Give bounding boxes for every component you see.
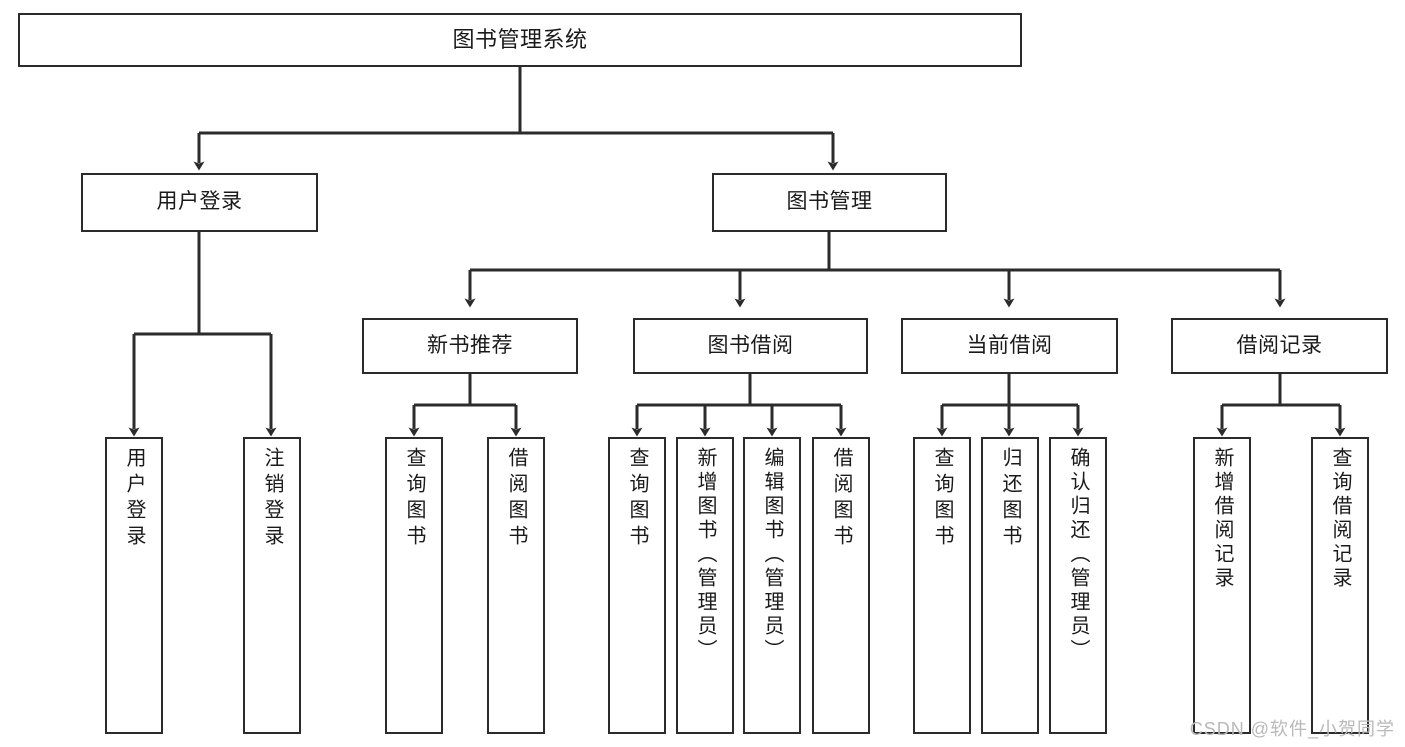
node-leaf-logout-label: 注销登录 bbox=[261, 447, 283, 551]
node-borrow-record-label: 借阅记录 bbox=[1236, 333, 1323, 357]
node-leaf-add-record[interactable]: 新增借阅记录 bbox=[1193, 437, 1251, 734]
node-leaf-edit-book-label: 编辑图书（管理员） bbox=[761, 447, 783, 663]
node-root-label: 图书管理系统 bbox=[452, 27, 588, 53]
node-book-manage[interactable]: 图书管理 bbox=[712, 173, 947, 232]
node-book-borrow-label: 图书借阅 bbox=[707, 333, 794, 357]
node-leaf-query-record[interactable]: 查询借阅记录 bbox=[1311, 437, 1369, 734]
node-leaf-return-book-label: 归还图书 bbox=[999, 447, 1021, 551]
node-book-borrow[interactable]: 图书借阅 bbox=[633, 318, 868, 374]
node-leaf-add-record-label: 新增借阅记录 bbox=[1211, 447, 1233, 591]
node-new-book-rec[interactable]: 新书推荐 bbox=[362, 318, 578, 374]
node-leaf-query-book-2[interactable]: 查询图书 bbox=[608, 437, 666, 734]
node-leaf-edit-book[interactable]: 编辑图书（管理员） bbox=[743, 437, 801, 734]
node-root[interactable]: 图书管理系统 bbox=[18, 13, 1022, 67]
node-current-borrow-label: 当前借阅 bbox=[966, 333, 1053, 357]
node-leaf-borrow-book-1-label: 借阅图书 bbox=[505, 447, 527, 551]
node-leaf-add-book-label: 新增图书（管理员） bbox=[694, 447, 716, 663]
node-user-login-label: 用户登录 bbox=[156, 190, 243, 214]
node-leaf-borrow-book-1[interactable]: 借阅图书 bbox=[487, 437, 545, 734]
csdn-watermark: CSDN @软件_小贺同学 bbox=[1189, 719, 1395, 739]
node-leaf-query-book-3-label: 查询图书 bbox=[931, 447, 953, 551]
node-leaf-confirm-return-label: 确认归还（管理员） bbox=[1067, 447, 1089, 663]
node-leaf-add-book[interactable]: 新增图书（管理员） bbox=[676, 437, 734, 734]
node-user-login[interactable]: 用户登录 bbox=[81, 173, 318, 232]
node-leaf-query-book-1[interactable]: 查询图书 bbox=[385, 437, 443, 734]
node-new-book-rec-label: 新书推荐 bbox=[427, 333, 513, 357]
node-leaf-query-book-2-label: 查询图书 bbox=[626, 447, 648, 551]
node-current-borrow[interactable]: 当前借阅 bbox=[901, 318, 1118, 374]
node-book-manage-label: 图书管理 bbox=[786, 190, 873, 214]
node-leaf-user-login[interactable]: 用户登录 bbox=[105, 437, 163, 734]
node-leaf-borrow-book-2[interactable]: 借阅图书 bbox=[812, 437, 870, 734]
node-borrow-record[interactable]: 借阅记录 bbox=[1171, 318, 1388, 374]
node-leaf-return-book[interactable]: 归还图书 bbox=[981, 437, 1039, 734]
node-leaf-confirm-return[interactable]: 确认归还（管理员） bbox=[1049, 437, 1107, 734]
node-leaf-query-record-label: 查询借阅记录 bbox=[1329, 447, 1351, 591]
node-leaf-user-login-label: 用户登录 bbox=[123, 447, 145, 551]
node-leaf-borrow-book-2-label: 借阅图书 bbox=[830, 447, 852, 551]
node-leaf-query-book-1-label: 查询图书 bbox=[403, 447, 425, 551]
node-leaf-query-book-3[interactable]: 查询图书 bbox=[913, 437, 971, 734]
node-leaf-logout[interactable]: 注销登录 bbox=[243, 437, 301, 734]
